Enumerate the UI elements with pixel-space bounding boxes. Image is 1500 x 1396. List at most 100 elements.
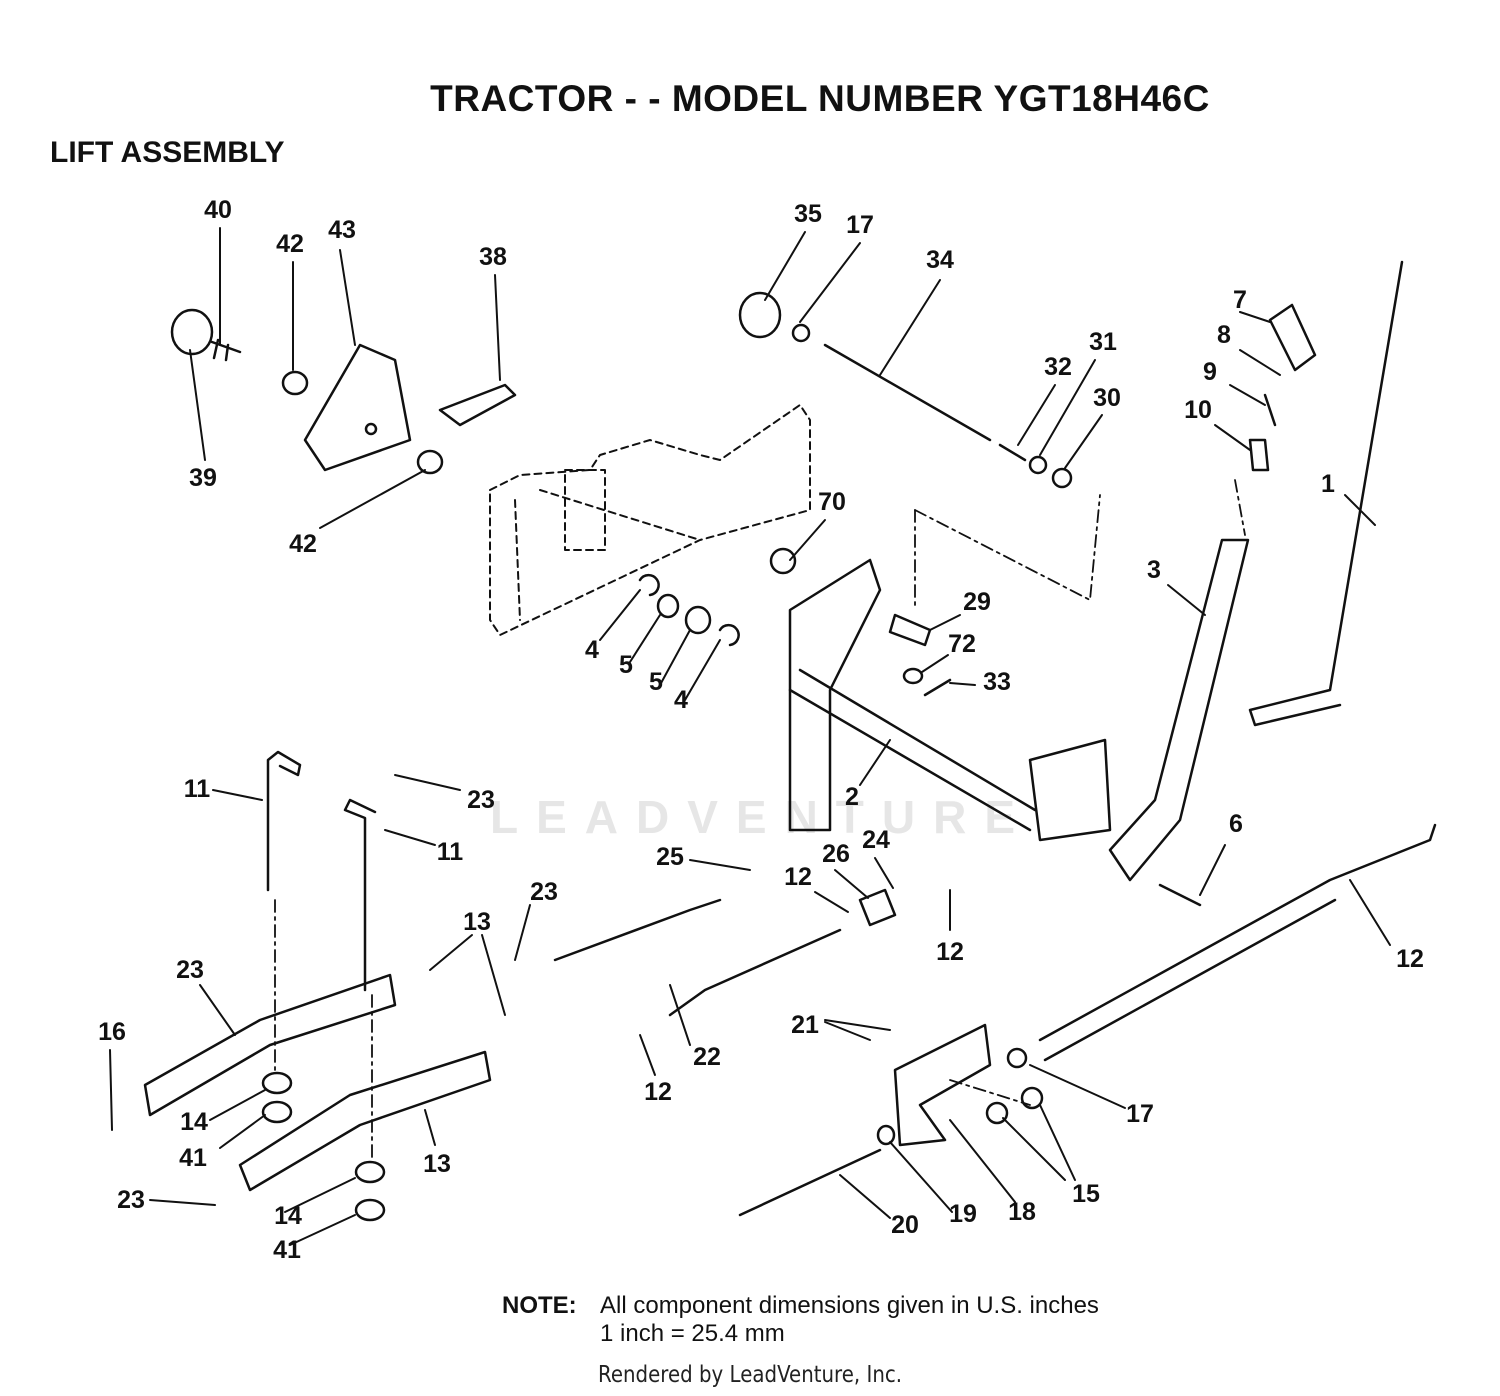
part-14-washer xyxy=(261,1071,293,1095)
callout-29: 29 xyxy=(963,588,991,616)
part-40-bolt xyxy=(210,338,242,362)
callout-40: 40 xyxy=(204,196,232,224)
part-9-pin xyxy=(1263,393,1277,427)
section-title: LIFT ASSEMBLY xyxy=(50,136,285,169)
callout-35: 35 xyxy=(794,200,822,228)
part-16-spring xyxy=(1038,823,1437,1062)
part-35-knob xyxy=(738,291,782,339)
callout-34: 34 xyxy=(926,246,954,274)
callout-8: 8 xyxy=(1217,321,1231,349)
callout-41: 41 xyxy=(179,1144,207,1172)
callout-33: 33 xyxy=(983,668,1011,696)
leader-lines xyxy=(109,227,1391,1246)
callout-16: 16 xyxy=(98,1018,126,1046)
part-43-plate xyxy=(303,343,412,472)
callout-18: 18 xyxy=(1008,1198,1036,1226)
callout-10: 10 xyxy=(1184,396,1212,424)
part-25-block xyxy=(858,888,897,927)
callout-32: 32 xyxy=(1044,353,1072,381)
part-41-nut-b xyxy=(354,1198,386,1222)
callout-30: 30 xyxy=(1093,384,1121,412)
part-14-washer-b xyxy=(354,1160,386,1184)
callout-21: 21 xyxy=(791,1011,819,1039)
callout-72: 72 xyxy=(948,630,976,658)
callout-15: 15 xyxy=(1072,1180,1100,1208)
callout-31: 31 xyxy=(1089,328,1117,356)
part-42-washer xyxy=(281,370,309,396)
callout-14: 14 xyxy=(274,1202,302,1230)
part-17-nut-b xyxy=(1006,1047,1028,1069)
watermark-text: LEADVENTURE xyxy=(490,791,1034,843)
footer-credit: Rendered by LeadVenture, Inc. xyxy=(598,1362,903,1388)
part-4-clip xyxy=(638,573,660,597)
part-13-arm-b xyxy=(238,1050,492,1192)
callout-5: 5 xyxy=(649,668,663,696)
callout-23: 23 xyxy=(176,956,204,984)
callout-39: 39 xyxy=(189,464,217,492)
part-11-rod-b xyxy=(343,798,377,992)
part-6-screw xyxy=(1158,883,1202,907)
part-38-pin xyxy=(438,383,517,427)
callout-7: 7 xyxy=(1233,286,1247,314)
callout-24: 24 xyxy=(862,826,890,854)
callout-42: 42 xyxy=(276,230,304,258)
part-39-ring xyxy=(170,308,214,356)
note-block: NOTE: All component dimensions given in U… xyxy=(502,1292,1099,1348)
callout-12: 12 xyxy=(936,938,964,966)
part-17-nut xyxy=(791,323,811,343)
part-5-ring-b xyxy=(684,605,712,635)
part-22-link xyxy=(553,898,842,1017)
callout-12: 12 xyxy=(1396,945,1424,973)
callout-4: 4 xyxy=(585,636,599,664)
callout-22: 22 xyxy=(693,1043,721,1071)
part-7-grip xyxy=(1268,303,1317,372)
callout-11: 11 xyxy=(184,775,211,803)
part-42-washer-b xyxy=(416,449,444,475)
part-19-washer xyxy=(876,1124,896,1146)
part-32-spring xyxy=(998,443,1027,462)
callout-42: 42 xyxy=(289,530,317,558)
callout-70: 70 xyxy=(818,488,846,516)
callout-38: 38 xyxy=(479,243,507,271)
callout-26: 26 xyxy=(822,840,850,868)
part-10-sleeve xyxy=(1248,438,1270,472)
callout-6: 6 xyxy=(1229,810,1243,838)
callout-23: 23 xyxy=(530,878,558,906)
callout-13: 13 xyxy=(423,1150,451,1178)
callout-19: 19 xyxy=(949,1200,977,1228)
part-70-washer xyxy=(769,547,797,575)
part-2-shaft xyxy=(788,558,882,832)
callout-41: 41 xyxy=(273,1236,301,1264)
frame-outline xyxy=(489,404,811,636)
callout-2: 2 xyxy=(845,783,859,811)
note-line-2: 1 inch = 25.4 mm xyxy=(600,1320,785,1347)
callout-23: 23 xyxy=(467,786,495,814)
part-3-lever xyxy=(1108,538,1250,882)
part-33-screw xyxy=(923,678,952,697)
callout-9: 9 xyxy=(1203,358,1217,386)
callout-17: 17 xyxy=(846,211,874,239)
callout-20: 20 xyxy=(891,1211,919,1239)
part-72-washer xyxy=(902,667,924,685)
part-13-arm xyxy=(143,973,397,1117)
part-41-nut xyxy=(261,1100,293,1124)
callout-3: 3 xyxy=(1147,556,1161,584)
part-1-rod xyxy=(1248,260,1404,727)
note-label: NOTE: xyxy=(502,1292,577,1319)
callout-23: 23 xyxy=(117,1186,145,1214)
part-15-nut-b xyxy=(1020,1086,1044,1110)
callout-25: 25 xyxy=(656,843,684,871)
part-15-nut xyxy=(985,1101,1009,1125)
note-line-1: All component dimensions given in U.S. i… xyxy=(600,1292,1099,1319)
callout-1: 1 xyxy=(1321,470,1335,498)
callout-5: 5 xyxy=(619,651,633,679)
part-5-ring xyxy=(656,593,680,619)
part-4-clip-b xyxy=(718,623,740,647)
callout-13: 13 xyxy=(463,908,491,936)
part-34-rod xyxy=(823,343,992,442)
callout-4: 4 xyxy=(674,686,688,714)
callout-43: 43 xyxy=(328,216,356,244)
page-title: TRACTOR - - MODEL NUMBER YGT18H46C xyxy=(430,78,1210,119)
